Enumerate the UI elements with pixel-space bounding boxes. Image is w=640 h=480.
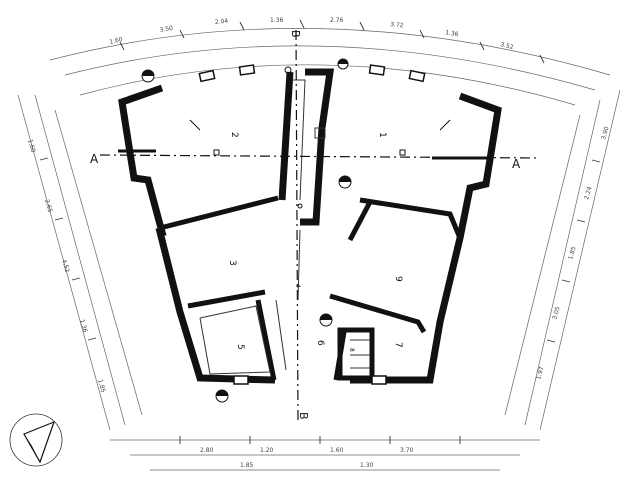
dimension-label: 1.30 (360, 462, 374, 469)
room-number-8: 8 (348, 348, 355, 352)
dimension-label: 1.60 (330, 447, 344, 454)
dimension-label: 1.60 (109, 36, 124, 46)
dimension-label: 1.36 (78, 319, 88, 334)
room-number-4: 4 (294, 284, 301, 288)
dimension-chain-right-3 (504, 114, 581, 416)
dimension-label: 1.36 (445, 29, 460, 38)
dimension-label: 3.72 (390, 21, 404, 29)
window (408, 69, 426, 83)
room-number-5: 5 (235, 344, 245, 350)
window (368, 64, 386, 76)
dimension-chain-right-2 (524, 99, 601, 426)
section-marker-a-left: A (90, 152, 99, 166)
dimension-label: 3.05 (551, 306, 561, 321)
walls (118, 68, 502, 384)
dimension-label: 3.70 (400, 447, 414, 454)
dimension-label: 1.20 (260, 447, 274, 454)
dimension-label: 2.80 (200, 447, 214, 454)
level-marker-icon (338, 175, 352, 189)
interior-lines (199, 79, 370, 375)
section-marker-b-top: B (289, 30, 302, 38)
section-marker-a-right: A (512, 157, 521, 171)
room-number-3: 3 (227, 260, 237, 266)
room-number-9: 9 (393, 276, 403, 282)
level-marker-icon (319, 313, 333, 327)
dimension-label: 1.85 (240, 462, 254, 469)
wall-room-9-north (359, 197, 463, 239)
window (371, 375, 387, 385)
room-number-1: 1 (377, 132, 387, 138)
dimension-chains (17, 28, 621, 471)
window (233, 375, 249, 385)
dimension-ticks (39, 19, 601, 444)
window (198, 69, 216, 83)
level-marker-icon (141, 69, 155, 83)
dimension-label: 2.76 (330, 17, 344, 24)
wall-bathroom (337, 327, 375, 381)
north-arrow-icon (9, 413, 63, 467)
section-markers (118, 149, 492, 160)
wall-room-2-south (159, 195, 279, 231)
dimension-chain-right-1 (539, 89, 621, 431)
dimension-label: 1.36 (270, 17, 284, 24)
wall-room-9-west (347, 200, 373, 242)
room-numbers: 2 1 3 9 5 6 7 8 4 (227, 132, 403, 352)
dimension-label: 3.50 (159, 25, 174, 34)
dimension-label: 1.85 (96, 379, 106, 394)
dimension-chain-outer (49, 28, 611, 76)
level-marker-icon (337, 58, 349, 70)
wall-left-wing (118, 84, 276, 384)
dimension-chain-left-3 (54, 109, 143, 416)
wall-room-6-room-7 (329, 293, 427, 334)
room-number-2: 2 (229, 132, 239, 138)
dimension-label: 3.90 (600, 126, 610, 141)
small-symbols (189, 66, 451, 209)
interior-walls (159, 195, 463, 381)
dimension-label: 3.52 (500, 41, 515, 51)
dimension-label: 2.24 (583, 186, 593, 201)
windows (198, 64, 426, 385)
wall-room-3-south (187, 289, 266, 309)
section-marker-b-bottom: B (297, 412, 310, 420)
room-number-7: 7 (393, 342, 403, 348)
dimension-labels: 1.60 3.50 2.04 1.36 2.76 3.72 1.36 3.52 … (26, 17, 611, 469)
level-markers (141, 58, 352, 403)
dimension-chain-middle (64, 45, 596, 91)
wall-right-wing (350, 92, 502, 384)
dimension-label: 1.60 (26, 139, 36, 154)
dimension-label: 1.97 (535, 366, 545, 381)
dimension-chain-left-2 (34, 94, 126, 426)
dimension-label: 2.65 (43, 199, 53, 214)
section-line-b (295, 29, 299, 421)
dimension-chain-left-1 (17, 94, 111, 431)
wall-room-5-east (255, 299, 277, 381)
level-marker-icon (215, 389, 229, 403)
dimension-label: 4.52 (60, 259, 70, 274)
dimension-label: 1.85 (567, 246, 577, 261)
window (238, 64, 256, 76)
dimension-label: 2.04 (214, 18, 228, 26)
room-number-6: 6 (315, 340, 325, 346)
wall-central-spine (278, 71, 294, 201)
